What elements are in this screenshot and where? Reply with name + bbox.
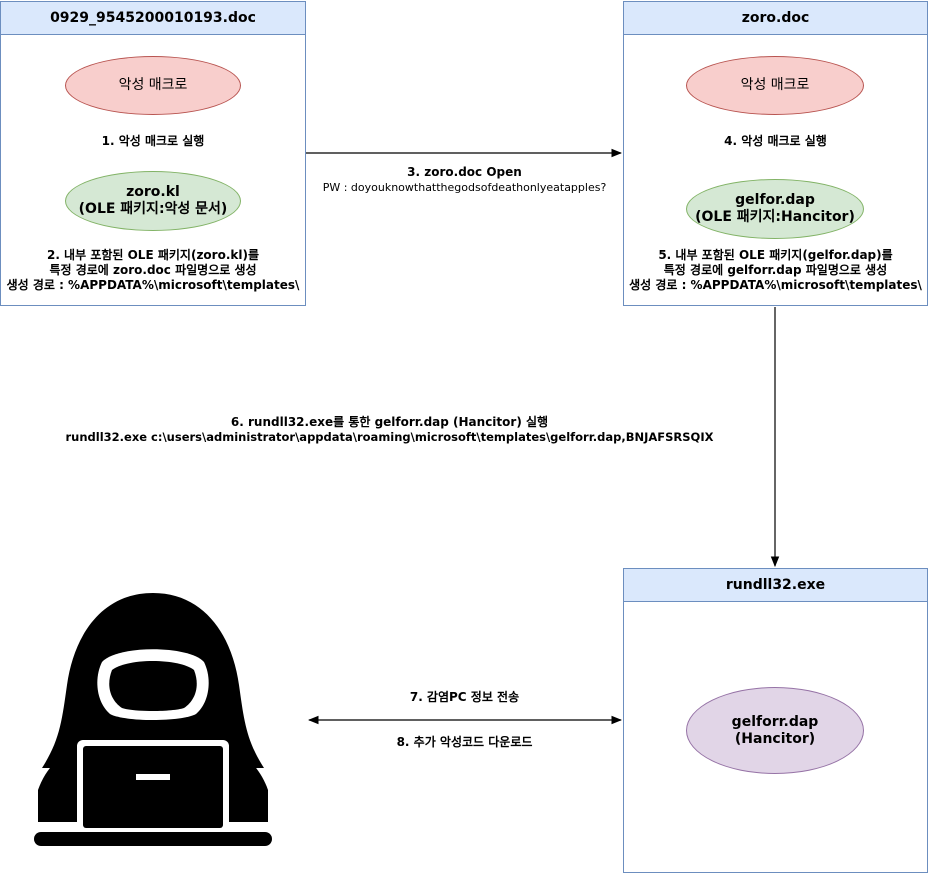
doc-box-0929: 0929_9545200010193.doc [0,1,306,306]
step-3-label: 3. zoro.doc Open PW : doyouknowthatthego… [306,165,623,195]
ole-package-node: zoro.kl (OLE 패키지:악성 문서) [65,171,241,231]
step-2-line1: 2. 내부 포함된 OLE 패키지(zoro.kl)를 [46,248,260,262]
step-2-line3: 생성 경로 : %APPDATA%\microsoft\templates\ [6,278,300,292]
step-5-line1: 5. 내부 포함된 OLE 패키지(gelfor.dap)를 [658,248,893,262]
process-box-title: rundll32.exe [624,569,927,602]
step-8-label: 8. 추가 악성코드 다운로드 [396,735,533,749]
hancitor-node: gelforr.dap (Hancitor) [686,687,864,774]
node-label-line1: gelforr.dap [731,713,819,730]
node-label: 악성 매크로 [740,77,810,93]
node-label-line2: (Hancitor) [734,730,816,747]
malicious-macro-node: 악성 매크로 [686,56,864,115]
step-3-line2: PW : doyouknowthatthegodsofdeathonlyeata… [322,181,607,194]
step-5-label: 5. 내부 포함된 OLE 패키지(gelfor.dap)를 특정 경로에 ge… [623,248,928,293]
node-label-line2: (OLE 패키지:악성 문서) [78,201,228,217]
step-7-label: 7. 감염PC 정보 전송 [409,690,520,704]
step-6-line1: 6. rundll32.exe를 통한 gelforr.dap (Hancito… [230,415,549,429]
step-5-line2: 특정 경로에 gelforr.dap 파일명으로 생성 [663,263,888,277]
ole-package-node: gelfor.dap (OLE 패키지:Hancitor) [686,179,864,239]
node-label: 악성 매크로 [118,77,188,93]
step-2-line2: 특정 경로에 zoro.doc 파일명으로 생성 [49,263,257,277]
node-label-line2: (OLE 패키지:Hancitor) [695,209,855,225]
step-6-label: 6. rundll32.exe를 통한 gelforr.dap (Hancito… [0,415,929,445]
doc-box-title: 0929_9545200010193.doc [1,2,305,35]
step-2-label: 2. 내부 포함된 OLE 패키지(zoro.kl)를 특정 경로에 zoro.… [0,248,306,293]
doc-box-title: zoro.doc [624,2,927,35]
node-label-line1: zoro.kl [126,184,180,200]
step-3-line1: 3. zoro.doc Open [407,165,522,179]
step-1-label: 1. 악성 매크로 실행 [101,134,205,148]
malicious-macro-node: 악성 매크로 [65,56,241,115]
step-5-line3: 생성 경로 : %APPDATA%\microsoft\templates\ [629,278,922,292]
doc-box-zoro: zoro.doc [623,1,928,306]
step-4-label: 4. 악성 매크로 실행 [724,134,827,148]
hacker-icon [34,593,272,846]
node-label-line1: gelfor.dap [735,192,815,208]
step-6-line2: rundll32.exe c:\users\administrator\appd… [65,430,714,444]
